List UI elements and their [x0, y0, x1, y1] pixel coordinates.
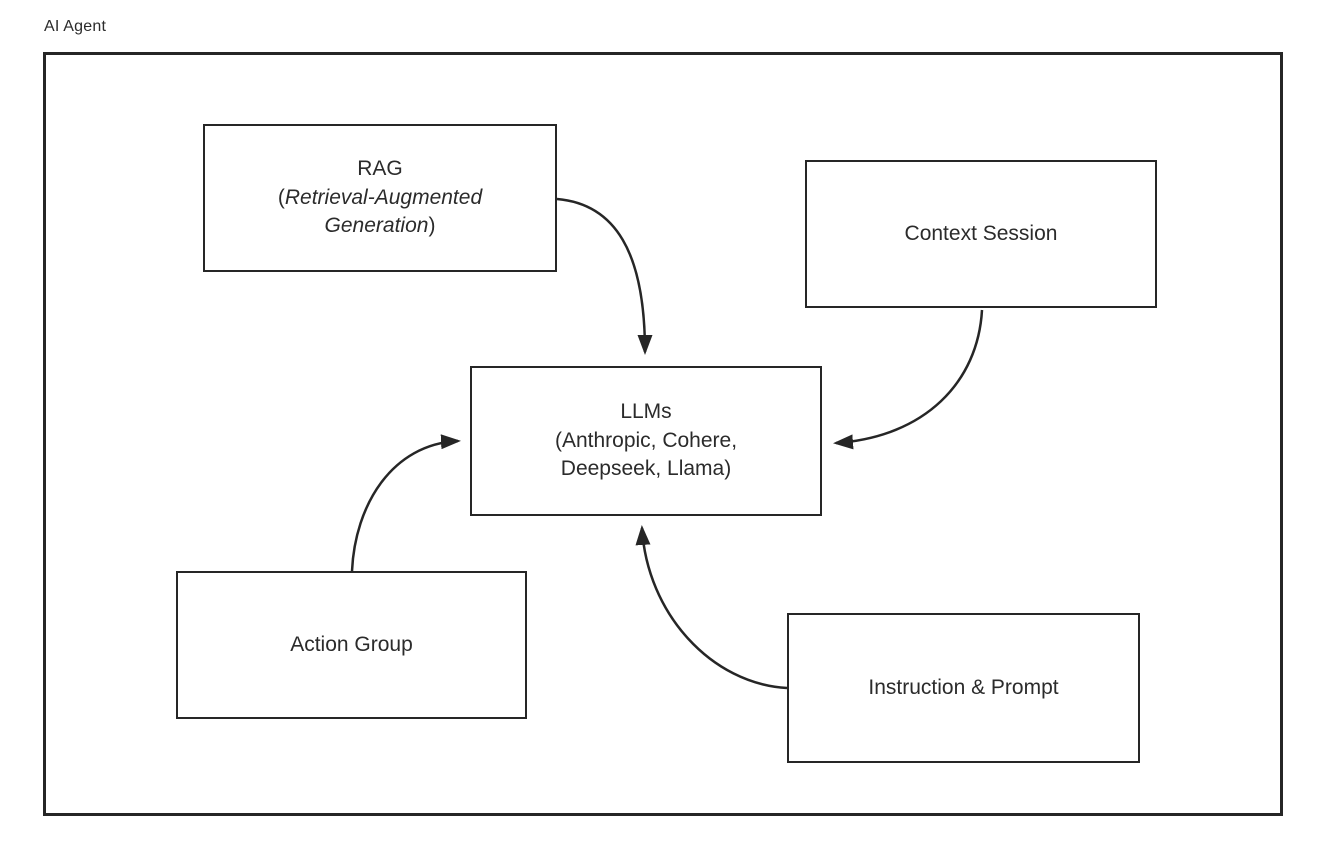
node-instruction-prompt: Instruction & Prompt: [787, 613, 1140, 763]
node-rag: RAG (Retrieval-Augmented Generation): [203, 124, 557, 272]
node-context-session: Context Session: [805, 160, 1157, 308]
container-label: AI Agent: [44, 18, 107, 35]
node-action-group: Action Group: [176, 571, 527, 719]
node-instruction-prompt-label: Instruction & Prompt: [868, 675, 1059, 699]
node-action-group-label: Action Group: [290, 632, 413, 656]
node-llms-subtitle: (Anthropic, Cohere, Deepseek, Llama): [554, 428, 738, 481]
node-rag-paren-open: (: [277, 185, 285, 209]
node-context-session-label: Context Session: [904, 221, 1058, 245]
node-llms-title: LLMs: [620, 399, 672, 423]
node-rag-subtitle: Retrieval-Augmented Generation: [284, 185, 483, 238]
ai-agent-container-box: [43, 52, 1283, 816]
node-llms: LLMs (Anthropic, Cohere, Deepseek, Llama…: [470, 366, 822, 516]
node-rag-title: RAG: [357, 156, 403, 180]
node-rag-paren-close: ): [428, 214, 436, 238]
